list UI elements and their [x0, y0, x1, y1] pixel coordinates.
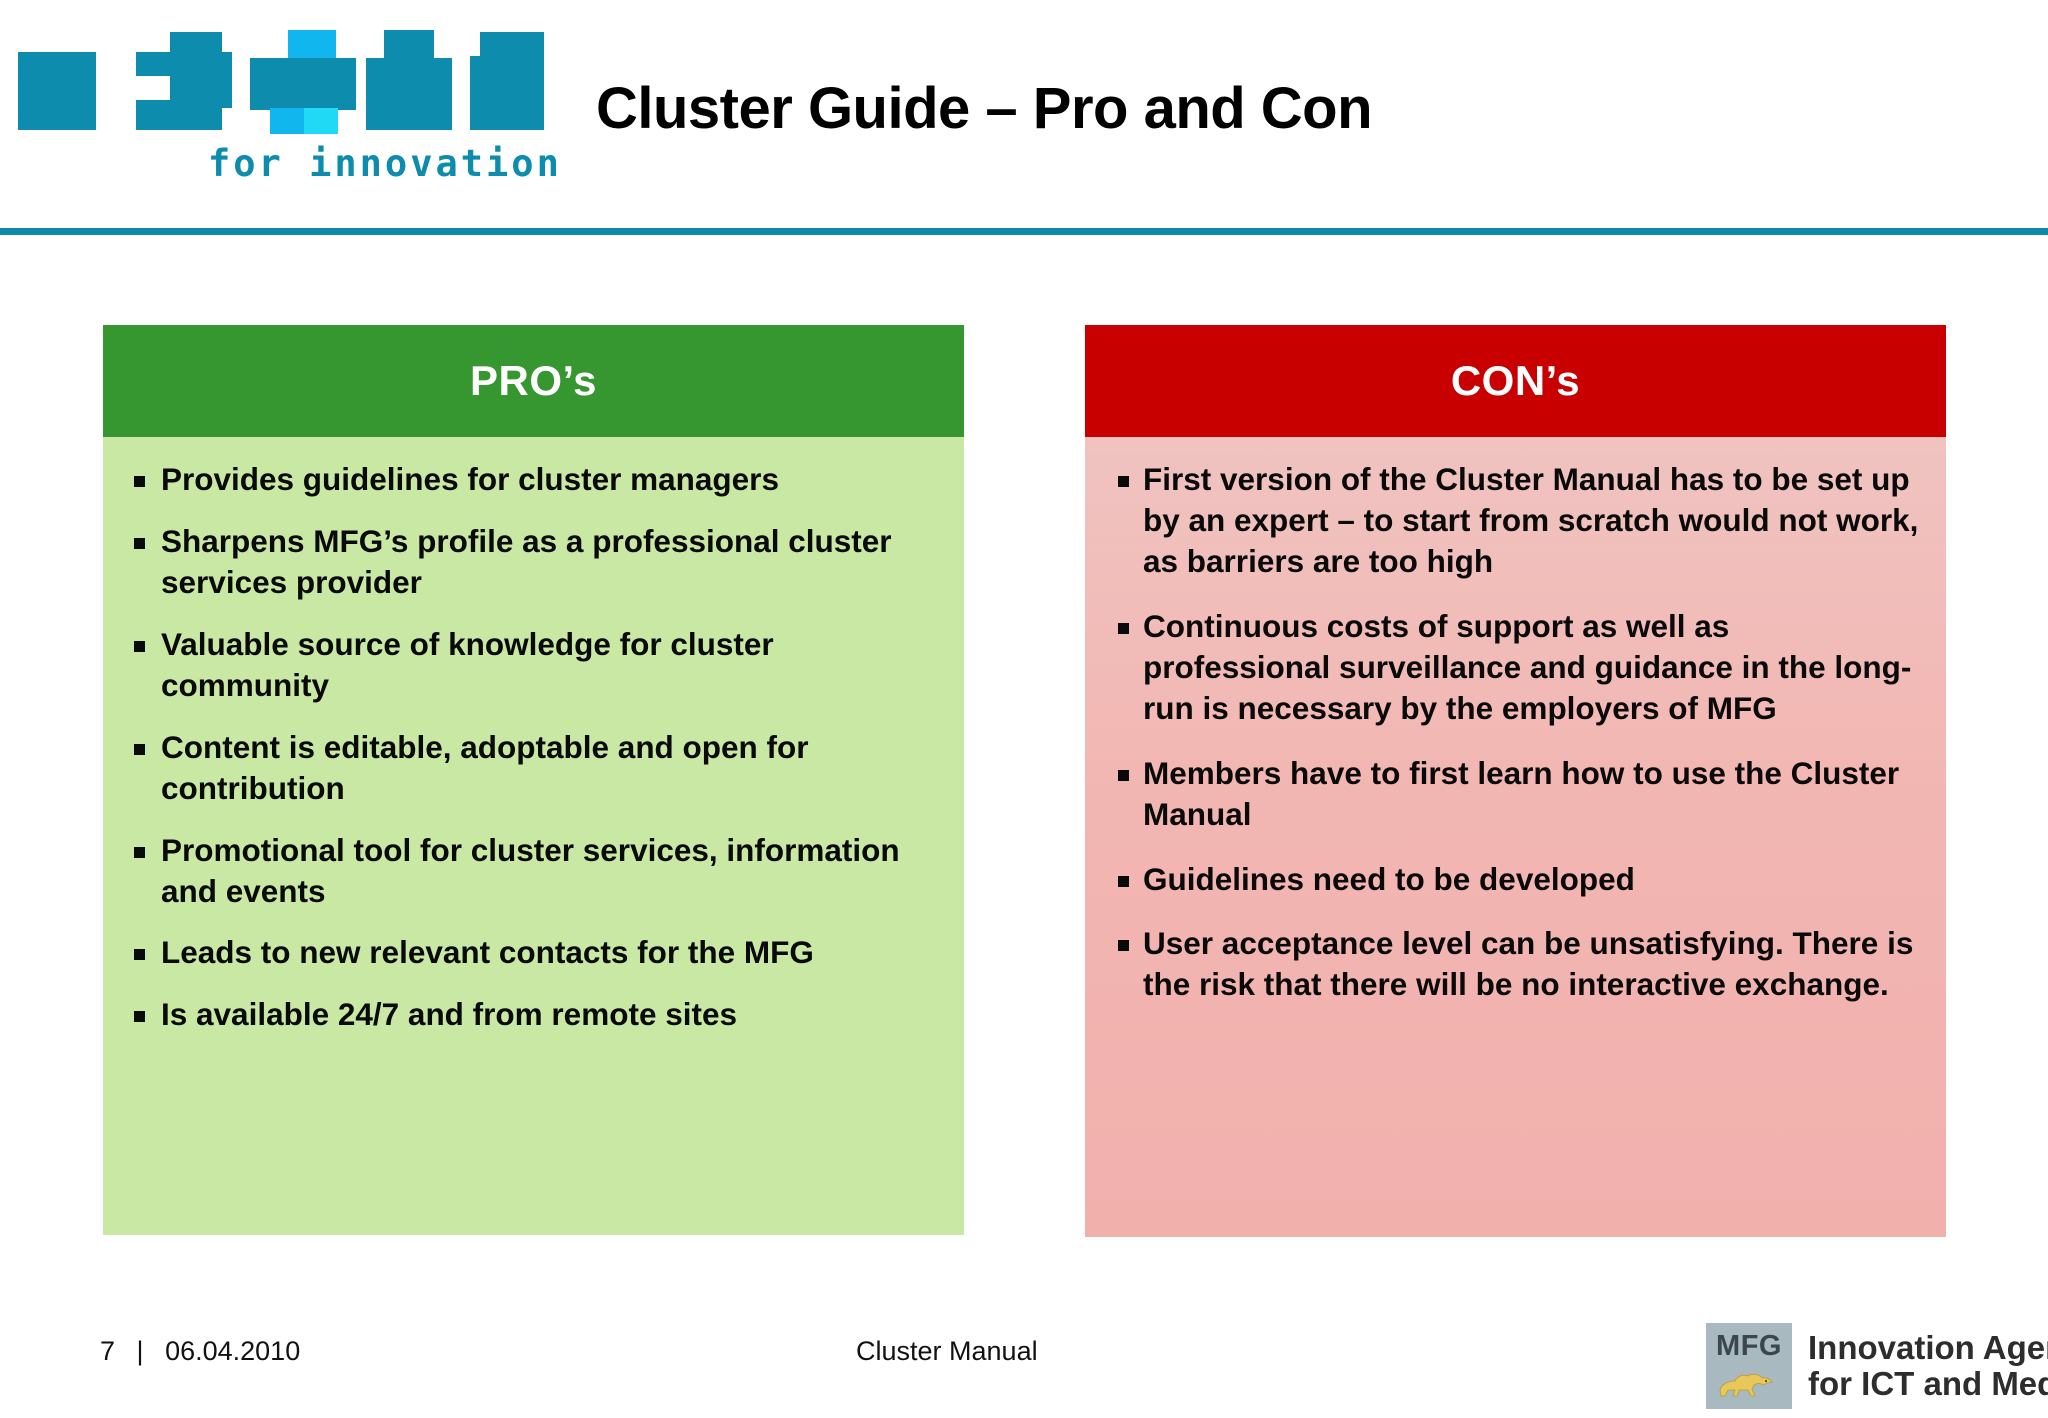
brand-logo: for innovation — [18, 30, 559, 205]
list-item: Leads to new relevant contacts for the M… — [129, 932, 938, 973]
lion-icon — [1719, 1373, 1773, 1397]
footer-separator: | — [136, 1336, 144, 1366]
cons-panel-body: First version of the Cluster Manual has … — [1085, 437, 1946, 1237]
logo-tagline: for innovation — [208, 142, 562, 185]
cons-list: First version of the Cluster Manual has … — [1111, 459, 1920, 1005]
logo-blocks-icon — [18, 30, 544, 135]
slide-title: Cluster Guide – Pro and Con — [596, 76, 1373, 141]
list-item: Sharpens MFG’s profile as a professional… — [129, 521, 938, 603]
mfg-badge-icon: MFG — [1706, 1323, 1792, 1409]
page-number: 7 — [100, 1336, 116, 1366]
list-item: Continuous costs of support as well as p… — [1111, 606, 1920, 729]
footer-page-info: 7 | 06.04.2010 — [100, 1336, 300, 1367]
pros-panel: PRO’s Provides guidelines for cluster ma… — [103, 325, 964, 1235]
mfg-badge-label: MFG — [1716, 1330, 1782, 1362]
mfg-logo-wordmark: Innovation Agency for ICT and Media — [1808, 1330, 2048, 1401]
list-item: Provides guidelines for cluster managers — [129, 459, 938, 500]
list-item: User acceptance level can be unsatisfyin… — [1111, 923, 1920, 1005]
slide-header: for innovation Cluster Guide – Pro and C… — [0, 0, 2048, 235]
list-item: First version of the Cluster Manual has … — [1111, 459, 1920, 582]
header-divider — [0, 228, 2048, 235]
list-item: Guidelines need to be developed — [1111, 859, 1920, 900]
mfg-footer-logo: MFG Innovation Agency for ICT and Media — [1706, 1322, 2048, 1410]
pros-list: Provides guidelines for cluster managers… — [129, 459, 938, 1035]
mfg-logo-line1: Innovation Agency — [1808, 1329, 2048, 1367]
list-item: Valuable source of knowledge for cluster… — [129, 624, 938, 706]
list-item: Is available 24/7 and from remote sites — [129, 994, 938, 1035]
pros-panel-body: Provides guidelines for cluster managers… — [103, 437, 964, 1235]
list-item: Content is editable, adoptable and open … — [129, 727, 938, 809]
pros-panel-heading: PRO’s — [103, 325, 964, 437]
cons-panel-heading: CON’s — [1085, 325, 1946, 437]
slide-footer: 7 | 06.04.2010 Cluster Manual MFG Innova… — [0, 1318, 2048, 1418]
cons-panel: CON’s First version of the Cluster Manua… — [1085, 325, 1946, 1237]
list-item: Members have to first learn how to use t… — [1111, 753, 1920, 835]
mfg-logo-line2: for ICT and Media — [1808, 1365, 2048, 1402]
list-item: Promotional tool for cluster services, i… — [129, 830, 938, 912]
footer-document-title: Cluster Manual — [856, 1336, 1038, 1366]
footer-date: 06.04.2010 — [165, 1336, 301, 1366]
